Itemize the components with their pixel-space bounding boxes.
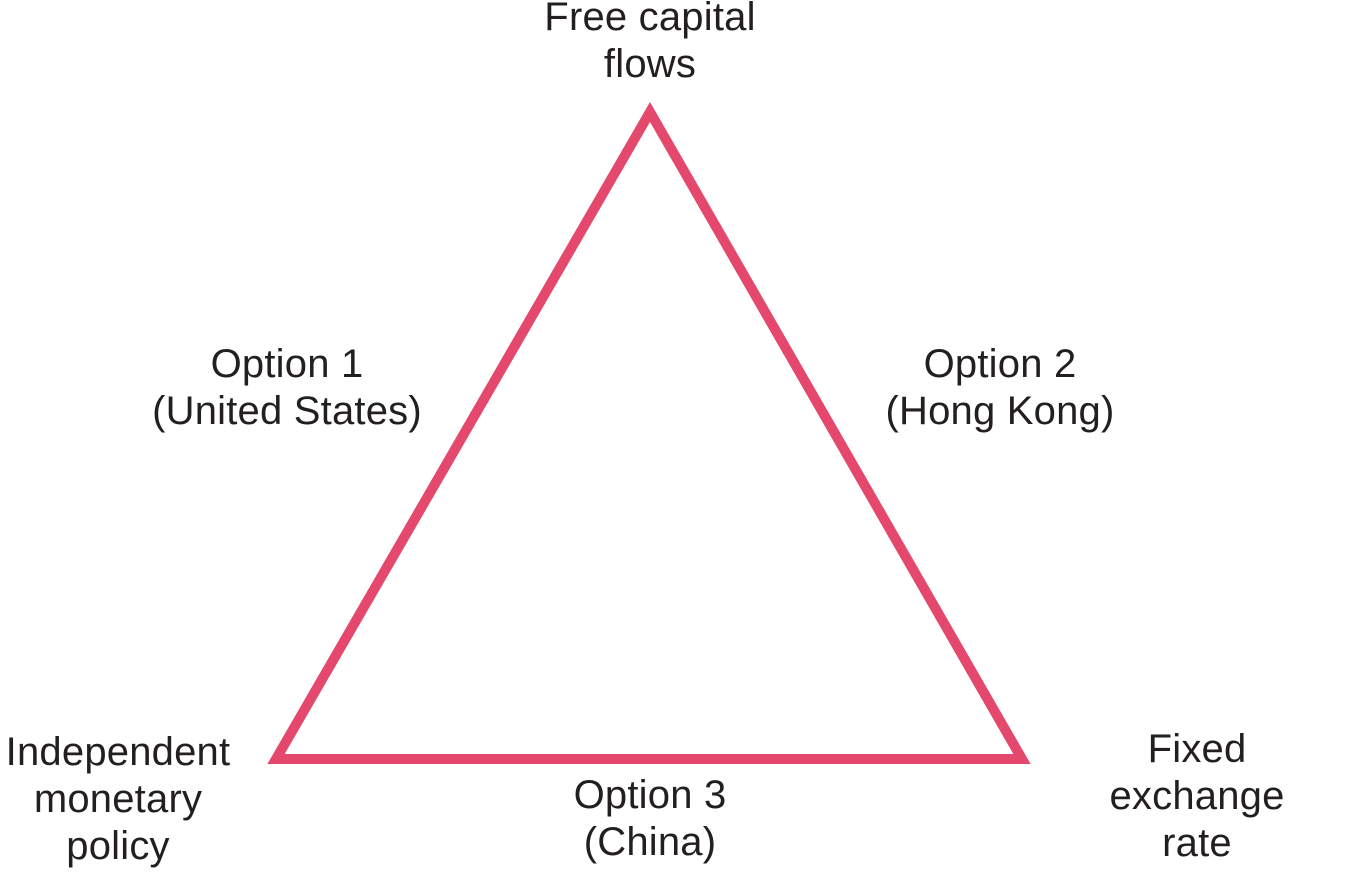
edge-label-option-2-hong-kong: Option 2 (Hong Kong) xyxy=(885,342,1115,434)
vertex-label-free-capital-flows: Free capital flows xyxy=(544,0,756,87)
edge-label-option-3-china: Option 3 (China) xyxy=(573,773,727,865)
vertex-label-fixed-exchange-rate: Fixed exchange rate xyxy=(1109,727,1285,866)
edge-label-option-1-united-states: Option 1 (United States) xyxy=(152,342,422,434)
triangle-outline xyxy=(267,101,1031,764)
vertex-label-independent-monetary-policy: Independent monetary policy xyxy=(5,730,231,869)
